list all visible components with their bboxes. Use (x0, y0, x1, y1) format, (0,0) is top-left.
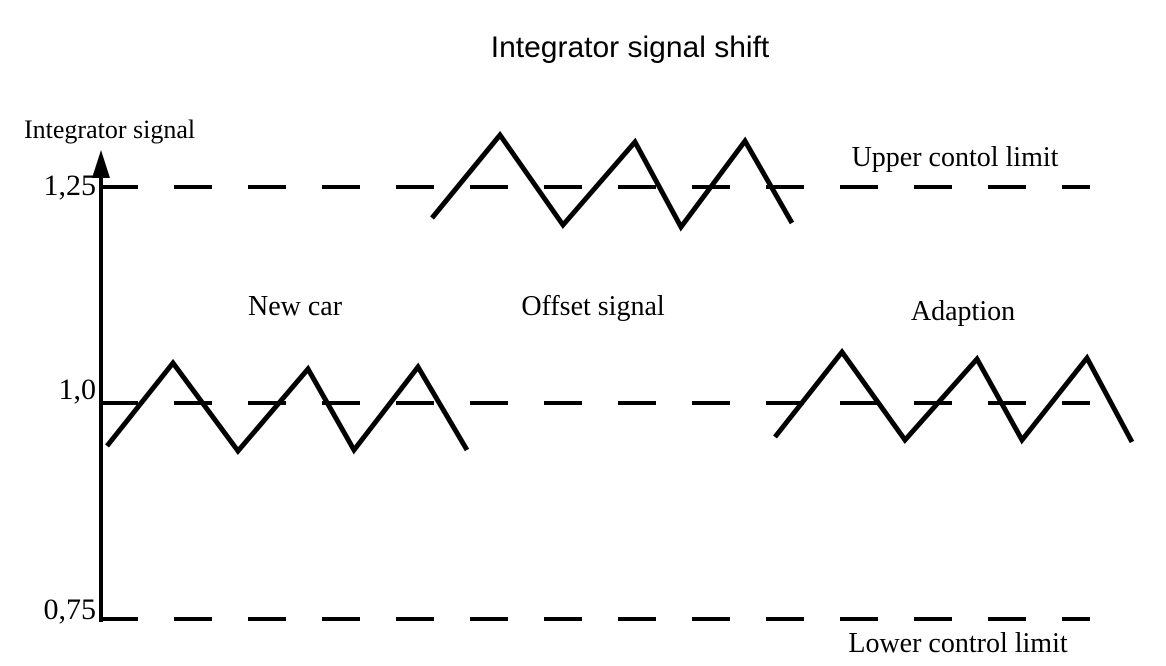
y-tick-label-1-0: 1,0 (58, 373, 97, 406)
series-label-offset-signal: Offset signal (521, 291, 665, 322)
series-label-new-car: New car (247, 291, 343, 322)
series-path-1 (430, 130, 795, 232)
y-tick-label-0-75: 0,75 (43, 593, 97, 626)
y-axis-arrowhead-icon (92, 150, 110, 178)
chart-title: Integrator signal shift (490, 31, 770, 64)
y-axis-label: Integrator signal (24, 115, 196, 144)
series-path-2 (773, 347, 1135, 445)
y-tick-label-1-25: 1,25 (43, 169, 97, 202)
series-label-adaption: Adaption (910, 296, 1016, 327)
series-path-0 (105, 358, 470, 456)
upper-control-limit-label: Upper contol limit (851, 142, 1059, 173)
lower-control-limit-label: Lower control limit (848, 628, 1068, 659)
